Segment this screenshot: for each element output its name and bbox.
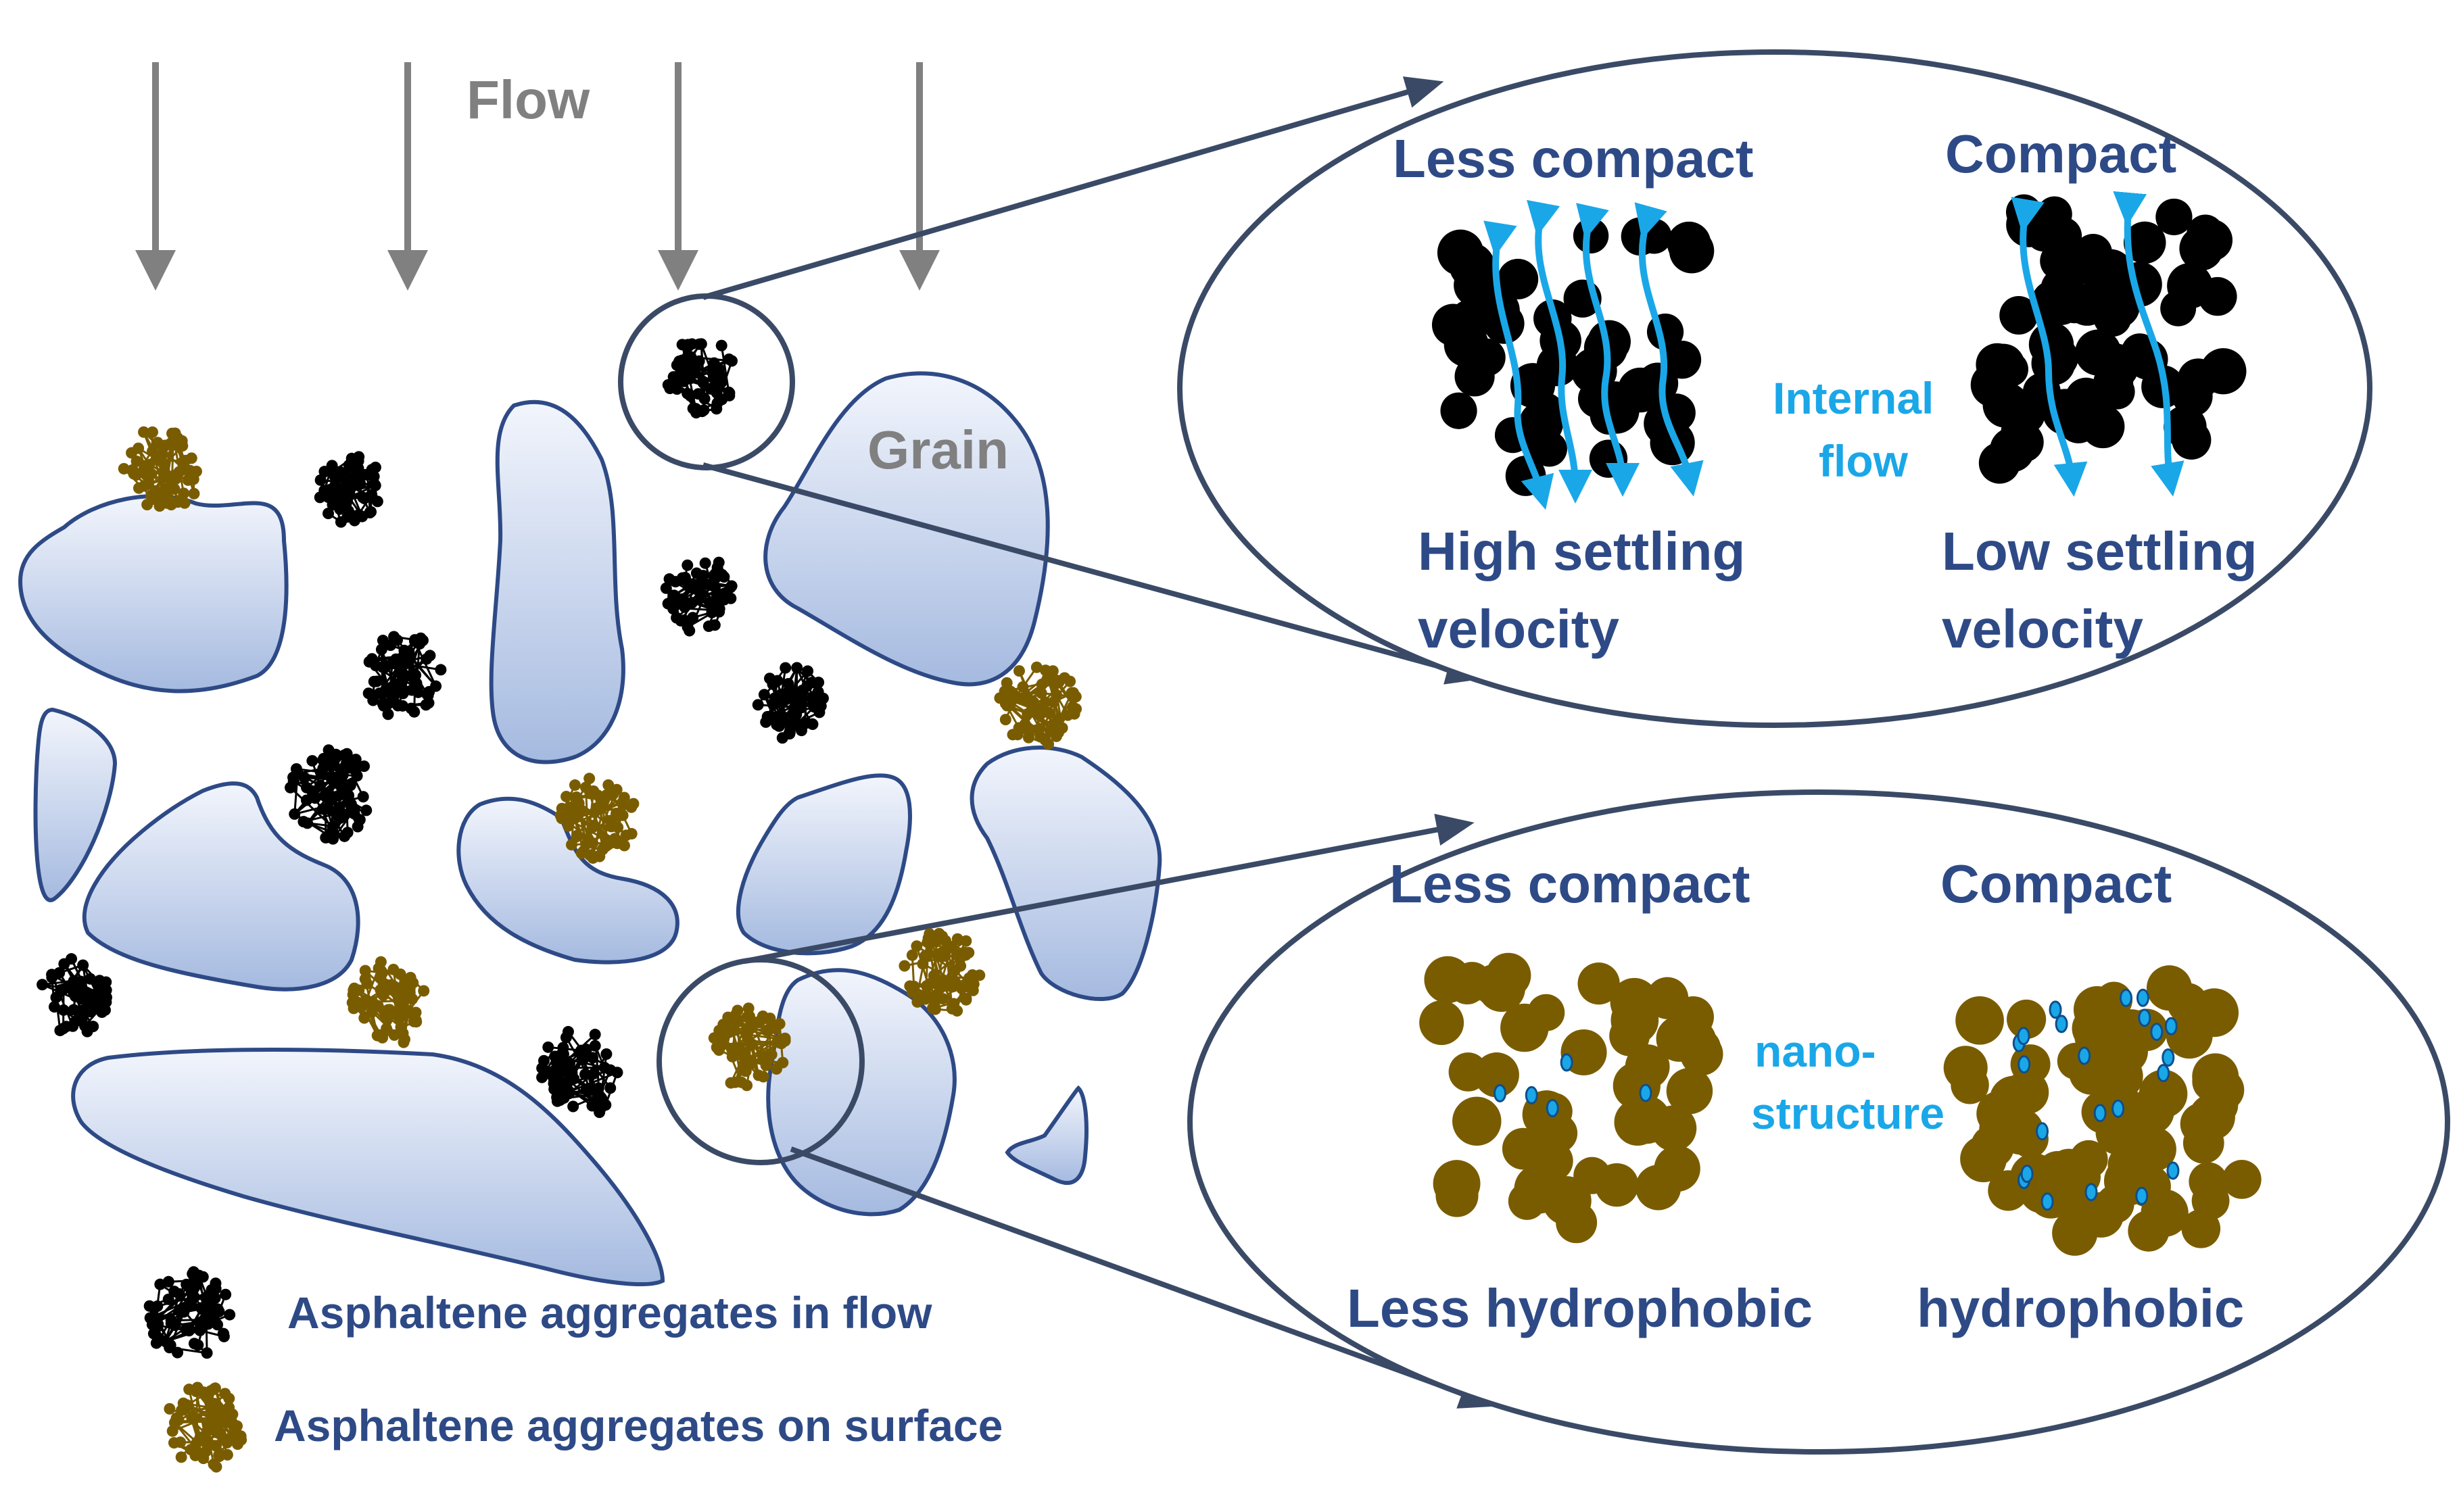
grain [18,494,289,693]
grain [970,746,1162,1001]
nano-structure-dot [2135,1186,2149,1205]
grain [736,773,912,956]
nano-structure-dot [2157,1064,2170,1083]
top-left-title: Less compact [1393,128,1754,189]
nano-structure-dot [2136,988,2149,1007]
top-right-title: Compact [1945,124,2176,184]
nano-structure-dot [2150,1023,2164,1042]
legend-surface-label: Asphaltene aggregates on surface [274,1400,1003,1450]
nano-label-line2: structure [1751,1088,1944,1138]
nano-structure-dot [2036,1122,2049,1141]
nano-label-line1: nano- [1754,1026,1876,1076]
surface-aggregate [118,426,202,512]
surface-aggregate [708,1002,791,1092]
flow-aggregate [285,744,373,845]
nano-structure-dot [2164,1017,2178,1035]
flow-aggregate [37,953,112,1038]
grains [18,371,1162,1286]
bottom-left-bottom: Less hydrophobic [1347,1278,1813,1338]
flow-aggregate [662,338,738,419]
less-compact-surface-aggregate [1419,952,1723,1244]
flow-aggregate [660,556,738,637]
nano-structure-dot [2084,1183,2098,1202]
nano-structure-dot [1525,1086,1538,1104]
top-left-bottom-line1: High settling [1418,521,1745,581]
nano-structure-dot [2040,1192,2054,1211]
bottom-right-title: Compact [1940,854,2172,914]
nano-structure-dot [2078,1046,2091,1065]
grain [489,399,625,764]
nano-structure-dot [2020,1165,2034,1184]
zoom-line-top-upper [702,76,1444,300]
flow-label: Flow [467,70,590,130]
zoom-line-top-lower [702,462,1485,685]
nano-structure-dot [1639,1083,1652,1102]
cyan-double-arrow [1634,202,1704,497]
surface-aggregate [554,773,640,864]
bottom-right-bottom: hydrophobic [1917,1278,2244,1338]
legend-flow-label: Asphaltene aggregates in flow [287,1288,932,1338]
internal-flow-label-line1: Internal [1773,373,1934,423]
grain [71,1048,665,1286]
cyan-double-arrow [1575,203,1640,497]
nano-structure-dot [2162,1048,2175,1067]
grain [82,781,360,992]
cyan-double-arrow [2011,197,2088,497]
surface-aggregate [346,956,430,1048]
nano-structure-dot [2018,1055,2031,1074]
surface-aggregate [994,661,1082,750]
nano-structure-dot [2055,1015,2068,1033]
nano-structure-dot [1494,1083,1507,1102]
nano-structure-dot [2166,1161,2180,1180]
nano-structure-dot [1546,1099,1559,1118]
magnifier-flow-circle [618,293,795,470]
nano-structure-dot [2111,1099,2125,1118]
flow-aggregate [536,1025,623,1119]
grain [766,968,957,1217]
flow-aggregate [314,451,383,528]
flow-aggregate [143,1266,236,1359]
cyan-double-arrow [2113,191,2185,497]
nano-structure-dot [2119,988,2132,1007]
legend: Asphaltene aggregates in flow Asphaltene… [274,1288,1003,1450]
flow-aggregate [752,662,829,744]
grain [1005,1085,1089,1185]
surface-aggregate [899,927,986,1017]
grain [763,371,1050,687]
nano-structure-dot [2049,1000,2062,1019]
cyan-double-arrow [1527,199,1592,504]
asphaltene-aggregates [37,338,1082,1473]
nano-structure-dot [2017,1027,2030,1046]
flow-aggregate [362,631,447,721]
surface-aggregate [164,1382,247,1473]
grain-label: Grain [867,420,1009,480]
internal-flow-label-line2: flow [1819,436,1909,486]
top-left-bottom-line2: velocity [1418,599,1619,659]
top-right-bottom-line1: Low settling [1942,521,2258,581]
nano-structure-dot [2138,1008,2151,1027]
nano-structure-dot [2093,1104,2107,1123]
internal-flow-arrows [1483,191,2185,510]
bottom-left-title: Less compact [1389,854,1750,914]
compact-surface-aggregate [1943,965,2262,1256]
zoom-lines [702,76,1498,1409]
magnifier-surface-circle [656,957,865,1165]
zoom-line-bottom-lower [790,1146,1498,1409]
nano-structure-dot [1560,1053,1573,1072]
grain [33,707,118,902]
zoom-line-bottom-upper [744,813,1475,964]
top-right-bottom-line2: velocity [1942,599,2143,659]
